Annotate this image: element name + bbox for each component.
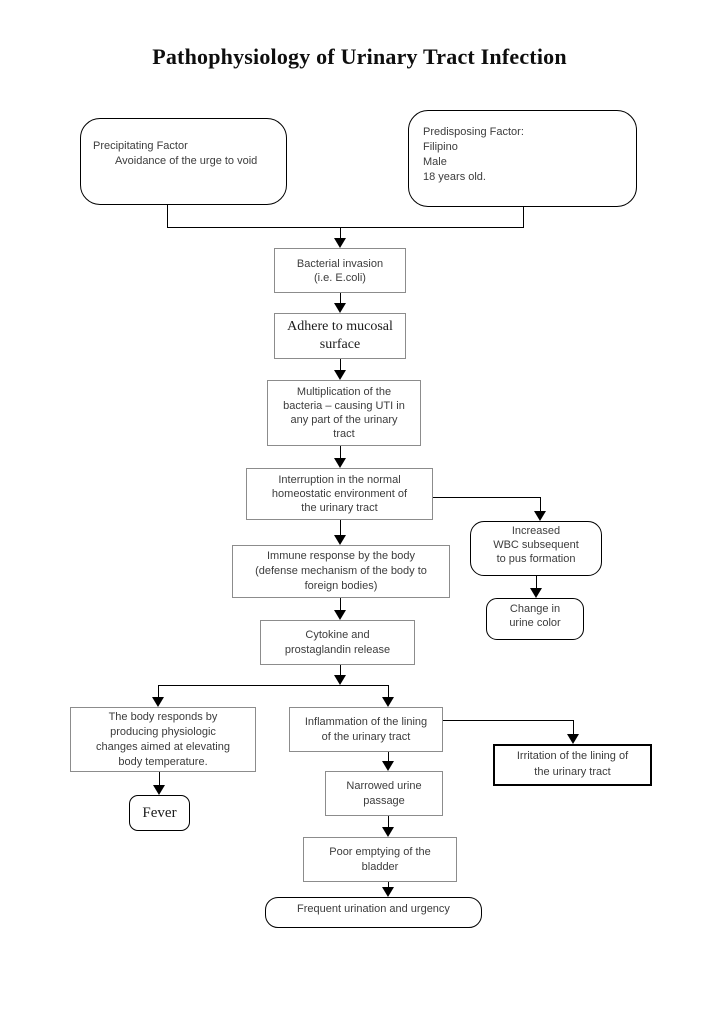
arrowhead-to-interruption [334,458,346,468]
arrowhead-to-adhere [334,303,346,313]
connector-predisposing-stub [523,207,524,228]
arrowhead-to-urinecolor [530,588,542,598]
text-line: Immune response by the body [267,550,415,562]
node-narrowed-urine-passage: Narrowed urine passage [325,771,443,816]
connector-split-horizontal [158,685,388,686]
text-line: Frequent urination and urgency [297,903,450,915]
node-change-urine-color: Change in urine color [486,598,584,640]
connector-top-join [167,227,524,228]
text-line: homeostatic environment of [271,488,408,500]
arrowhead-to-pooremptying [382,827,394,837]
arrowhead-to-multiplication [334,370,346,380]
node-increased-wbc: Increased WBC subsequent to pus formatio… [470,521,602,576]
connector-multiplication-interruption [340,446,341,459]
connector-narrowed-pooremptying [388,816,389,828]
arrowhead-to-split [334,675,346,685]
text-line: Irritation of the lining of [516,750,629,762]
node-precipitating-factor: Precipitating Factor Avoidance of the ur… [80,118,287,205]
text-line: Change in [509,603,561,615]
arrowhead-to-cytokine [334,610,346,620]
arrowhead-to-bodyresponds [152,697,164,707]
arrowhead-to-narrowed [382,761,394,771]
text-line: tract [333,428,355,440]
text-line: Interruption in the normal [278,474,401,486]
connector-inflammation-narrowed [388,752,389,762]
text-line: (defense mechanism of the body to [255,565,427,577]
text-line: Narrowed urine [346,779,422,792]
text-line: foreign bodies) [304,580,378,592]
node-poor-emptying-bladder: Poor emptying of the bladder [303,837,457,882]
connector-precipitating-stub [167,205,168,228]
text-line: Filipino [423,141,458,153]
text-line: Predisposing Factor: [423,126,524,138]
connector-interruption-wbc-horizontal [433,497,540,498]
text-line: Adhere to mucosal [287,319,393,334]
node-bacterial-invasion: Bacterial invasion (i.e. E.coli) [274,248,406,293]
connector-interruption-immune [340,520,341,536]
connector-split-right [388,685,389,698]
connector-bacterial-adhere [340,293,341,304]
arrowhead-to-bacterial [334,238,346,248]
text-line: body temperature. [118,755,208,768]
text-line: passage [363,794,405,807]
text-line: of the urinary tract [321,730,411,743]
connector-immune-cytokine [340,598,341,611]
arrowhead-to-inflammation [382,697,394,707]
connector-pooremptying-frequent [388,882,389,888]
connector-bodyresponds-fever [159,772,160,786]
arrowhead-to-irritation [567,734,579,744]
connector-to-bacterial [340,228,341,239]
text-line: The body responds by [108,710,218,723]
text-line: Avoidance of the urge to void [115,155,258,167]
text-line: any part of the urinary [290,414,398,426]
text-line: Male [423,156,447,168]
text-line: Increased [511,525,561,537]
connector-split-left [158,685,159,698]
node-fever: Fever [129,795,190,831]
text-line: Inflammation of the lining [304,715,428,728]
connector-inflammation-irritation-horizontal [443,720,573,721]
node-inflammation-lining: Inflammation of the lining of the urinar… [289,707,443,752]
text-line: Poor emptying of the [329,845,431,858]
arrowhead-to-wbc [534,511,546,521]
connector-interruption-wbc-vertical [540,497,541,512]
text-line: the urinary tract [534,766,611,778]
arrowhead-to-immune [334,535,346,545]
text-line: urine color [509,617,561,629]
connector-wbc-urinecolor [536,576,537,589]
arrowhead-to-frequent [382,887,394,897]
text-line: producing physiologic [110,725,216,738]
node-irritation-lining: Irritation of the lining of the urinary … [493,744,652,786]
page-title: Pathophysiology of Urinary Tract Infecti… [152,44,567,69]
node-adhere-mucosal-surface: Adhere to mucosal surface [274,313,406,359]
node-body-responds: The body responds by producing physiolog… [70,707,256,772]
text-line: changes aimed at elevating [96,740,230,753]
node-frequent-urination: Frequent urination and urgency [265,897,482,928]
text-line: 18 years old. [423,171,486,183]
text-line: Fever [142,805,177,821]
node-predisposing-factor: Predisposing Factor: Filipino Male 18 ye… [408,110,637,207]
text-line: Cytokine and [305,628,370,641]
text-line: prostaglandin release [284,643,391,656]
node-immune-response: Immune response by the body (defense mec… [232,545,450,598]
text-line: Multiplication of the [296,386,392,398]
connector-adhere-multiplication [340,359,341,371]
node-cytokine-release: Cytokine and prostaglandin release [260,620,415,665]
node-multiplication-bacteria: Multiplication of the bacteria – causing… [267,380,421,446]
text-line: WBC subsequent [493,539,579,551]
text-line: bladder [361,860,399,873]
text-line: to pus formation [496,553,576,565]
text-line: Precipitating Factor [93,140,188,152]
text-line: surface [319,337,361,352]
text-line: (i.e. E.coli) [314,271,366,284]
text-line: Bacterial invasion [296,257,384,270]
connector-cytokine-split [340,665,341,676]
text-line: bacteria – causing UTI in [283,400,405,412]
node-interruption-homeostatic: Interruption in the normal homeostatic e… [246,468,433,520]
connector-inflammation-irritation-vertical [573,720,574,734]
text-line: the urinary tract [301,502,378,514]
arrowhead-to-fever [153,785,165,795]
